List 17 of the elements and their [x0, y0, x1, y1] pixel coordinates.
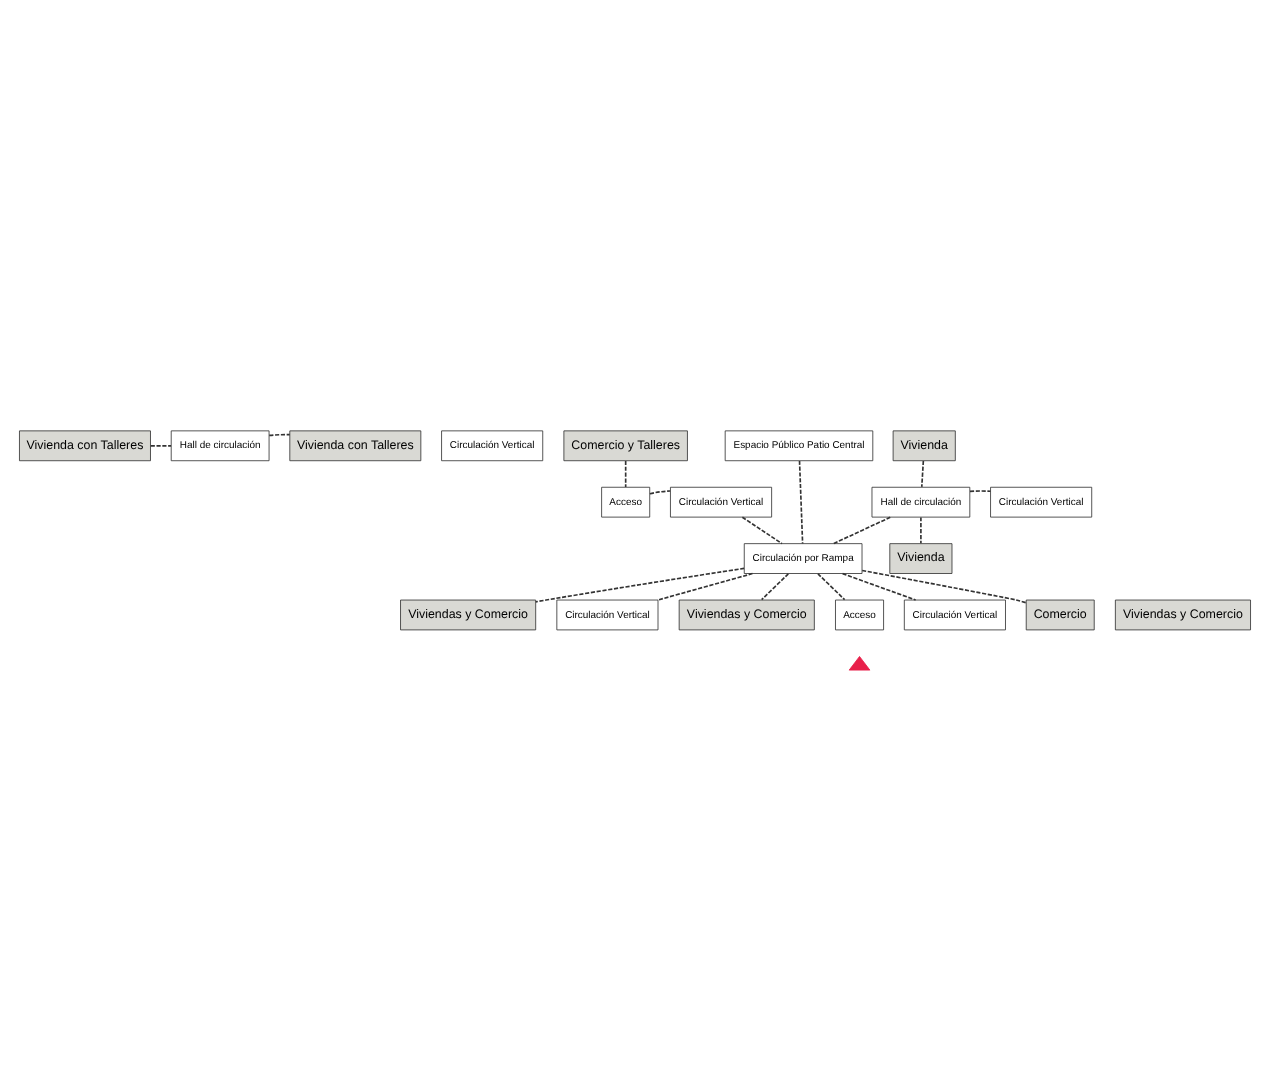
- connector: [832, 516, 892, 545]
- connector: [920, 460, 925, 488]
- connector: [268, 433, 291, 437]
- connector: [649, 490, 671, 495]
- connector: [741, 516, 783, 545]
- connector: [534, 567, 745, 603]
- node-triangle: [848, 656, 871, 671]
- connector: [861, 569, 1027, 604]
- connector: [149, 444, 172, 447]
- connector: [760, 572, 790, 601]
- connector: [624, 460, 627, 488]
- connector: [841, 572, 917, 601]
- connector: [969, 490, 992, 493]
- connector: [920, 516, 922, 545]
- connector: [798, 460, 804, 545]
- connector: [817, 572, 846, 601]
- connector: [657, 572, 754, 601]
